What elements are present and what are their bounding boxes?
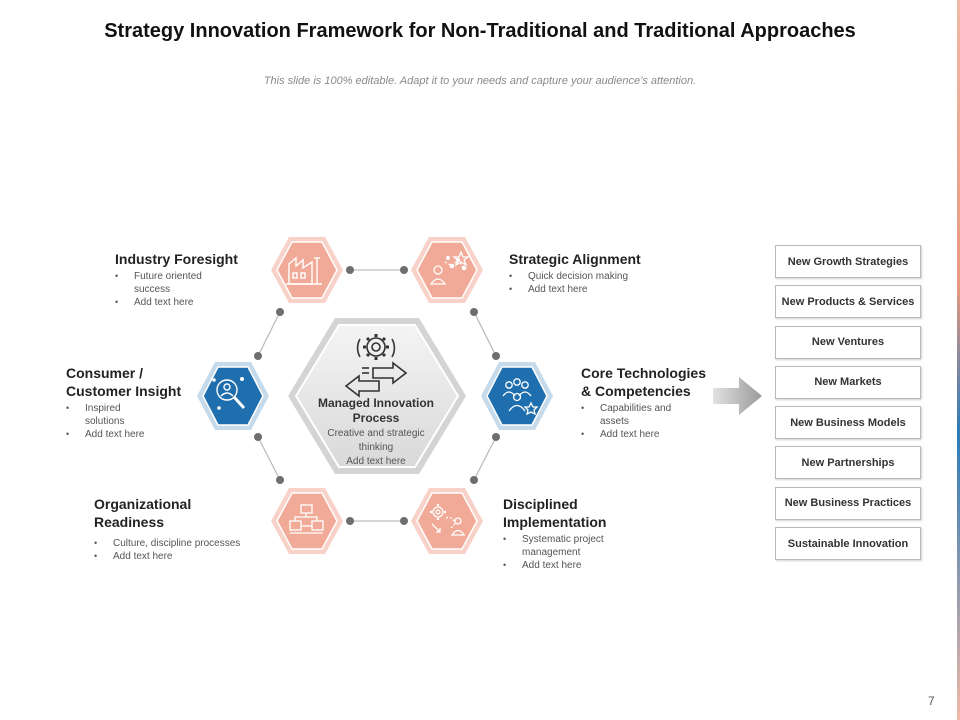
- connector-dot: [254, 352, 262, 360]
- connector-dot: [400, 266, 408, 274]
- slide-title: Strategy Innovation Framework for Non-Tr…: [104, 20, 856, 42]
- outcome-box: New Partnerships: [775, 446, 921, 480]
- label-strategic-alignment: Strategic Alignment Quick decision makin…: [509, 250, 641, 296]
- boxes-network-icon: [289, 504, 324, 534]
- bullet-item: Quick decision making: [509, 270, 641, 283]
- connector-line: [257, 311, 281, 357]
- hexagon-industry-foresight: [271, 237, 343, 303]
- hexagon-strategic-alignment: [411, 237, 483, 303]
- team-star-icon: [502, 378, 539, 416]
- center-hexagon: [288, 318, 466, 474]
- connector-dot: [276, 308, 284, 316]
- connector-dot: [346, 517, 354, 525]
- edge-accent-bar: [957, 0, 960, 720]
- hexagon-disciplined-implementation: [411, 488, 483, 554]
- label-industry-foresight: Industry Foresight Future oriented succe…: [115, 250, 238, 309]
- label-core-technologies: Core Technologies & Competencies Capabil…: [581, 364, 706, 441]
- slide-subtitle: This slide is 100% editable. Adapt it to…: [263, 75, 697, 87]
- node-title-line2: Implementation: [503, 514, 607, 530]
- connector-dots: [254, 266, 500, 525]
- bullet-item: Add text here: [94, 550, 240, 563]
- bullet-item: Systematic project: [503, 533, 606, 546]
- outcome-box: Sustainable Innovation: [775, 527, 921, 561]
- connector-line: [473, 311, 497, 357]
- bullet-item: Add text here: [115, 296, 238, 309]
- gear-path-icon: [430, 504, 466, 536]
- center-title: Managed Innovation Process: [317, 396, 434, 425]
- center-hexagon-label: Managed Innovation Process Creative and …: [300, 396, 452, 468]
- page-number: 7: [928, 694, 935, 708]
- factory-icon: [286, 256, 322, 285]
- bullet-item-cont: solutions: [85, 416, 125, 427]
- connector-dot: [492, 352, 500, 360]
- node-title: Disciplined: [503, 496, 578, 512]
- connector-dot: [254, 433, 262, 441]
- right-arrow: [713, 377, 762, 415]
- connector-dot: [470, 308, 478, 316]
- bullet-item: Future oriented: [115, 270, 238, 283]
- connector-dot: [470, 476, 478, 484]
- outcome-box: New Business Practices: [775, 486, 921, 520]
- connector-dot: [346, 266, 354, 274]
- connector-dot: [276, 476, 284, 484]
- outcome-box: New Business Models: [775, 406, 921, 440]
- bullet-item: Add text here: [509, 283, 641, 296]
- outcomes-list: New Growth Strategies New Products & Ser…: [775, 245, 921, 567]
- bullet-item: Add text here: [503, 559, 606, 572]
- bullet-item-cont: assets: [600, 416, 629, 427]
- bullet-item: Culture, discipline processes: [94, 537, 240, 550]
- label-consumer-insight: Consumer / Customer Insight Inspired sol…: [66, 364, 181, 441]
- outcome-box: New Growth Strategies: [775, 245, 921, 278]
- constellation-person-icon: [429, 250, 470, 285]
- center-desc-line2: thinking: [358, 442, 394, 453]
- connector-dot: [400, 517, 408, 525]
- node-title: Core Technologies: [581, 365, 706, 381]
- connector-dot: [492, 433, 500, 441]
- bullet-item: Add text here: [66, 428, 181, 441]
- node-title: Industry Foresight: [115, 251, 238, 267]
- bullet-item-cont: success: [134, 284, 171, 295]
- node-title: Organizational: [94, 496, 192, 512]
- node-title: Consumer /: [66, 365, 144, 381]
- connector-line: [473, 436, 497, 481]
- connector-lines: [257, 269, 497, 522]
- center-desc-line1: Creative and strategic: [327, 428, 425, 439]
- bullet-item-cont: management: [522, 547, 581, 558]
- connector-line: [257, 436, 281, 481]
- bullet-item: Capabilities and: [581, 402, 706, 415]
- node-title-line2: Readiness: [94, 514, 165, 530]
- node-title: Strategic Alignment: [509, 251, 641, 267]
- outcome-box: New Ventures: [775, 325, 921, 359]
- center-desc-line3: Add text here: [346, 456, 406, 467]
- outcome-box: New Products & Services: [775, 285, 921, 319]
- hexagon-organizational-readiness: [271, 488, 343, 554]
- gears-arrows-icon: [344, 334, 408, 398]
- hexagon-core-technologies: [481, 362, 553, 430]
- node-title-line2: Customer Insight: [66, 383, 182, 399]
- outcome-box: New Markets: [775, 365, 921, 399]
- bullet-item: Add text here: [581, 428, 706, 441]
- bullet-item: Inspired: [66, 402, 181, 415]
- node-title-line2: & Competencies: [581, 383, 691, 399]
- magnifier-person-icon: [212, 377, 246, 410]
- label-disciplined-implementation: Disciplined Implementation Systematic pr…: [503, 495, 606, 572]
- label-organizational-readiness: Organizational Readiness Culture, discip…: [94, 495, 240, 563]
